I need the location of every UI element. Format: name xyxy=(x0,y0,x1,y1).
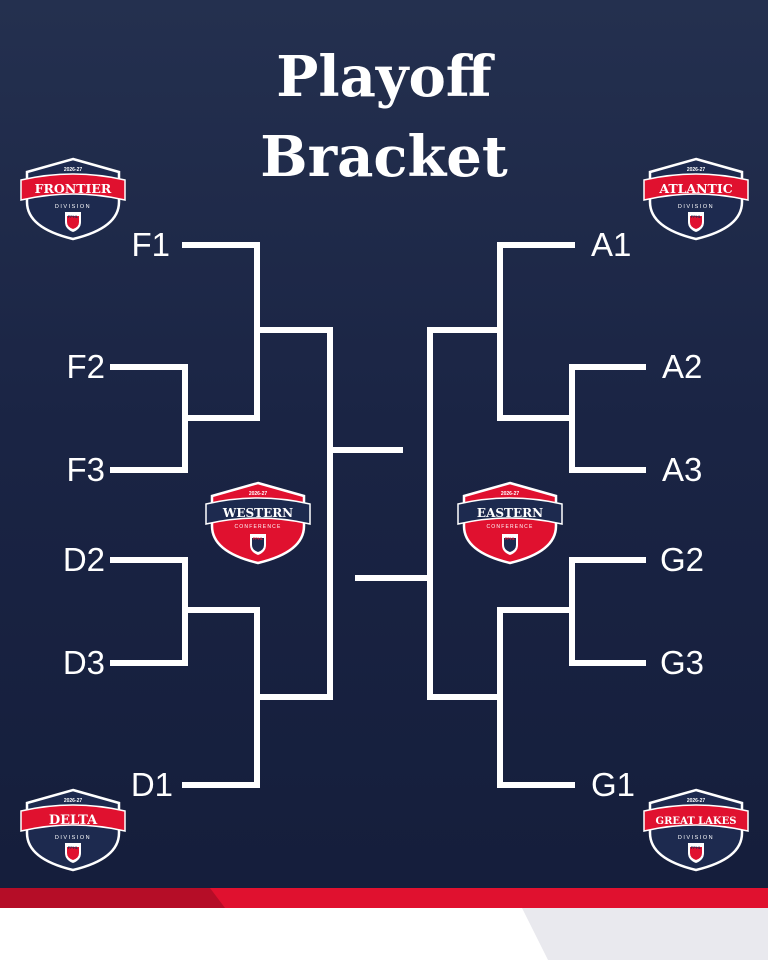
delta-season: 2026-27 xyxy=(64,798,83,804)
great-lakes-division-badge: 2026-27 GREAT LAKES DIVISION FPHL xyxy=(643,788,749,872)
seed-g1: G1 xyxy=(591,766,636,803)
western-name: WESTERN xyxy=(222,506,293,520)
eastern-season: 2026-27 xyxy=(501,491,520,497)
atlantic-season: 2026-27 xyxy=(687,167,706,173)
title-line-2: Bracket xyxy=(260,124,508,190)
eastern-sub: CONFERENCE xyxy=(486,524,533,530)
eastern-name: EASTERN xyxy=(477,506,543,520)
seed-g3: G3 xyxy=(660,644,705,681)
frontier-sub: DIVISION xyxy=(55,204,91,210)
frontier-division-badge: 2026-27 FRONTIER DIVISION FPHL xyxy=(20,157,126,241)
delta-league: FPHL xyxy=(68,845,79,850)
great-lakes-sub: DIVISION xyxy=(678,835,714,841)
line-g2-g3 xyxy=(569,557,646,666)
western-sub: CONFERENCE xyxy=(234,524,281,530)
line-d1-match xyxy=(182,607,260,788)
seed-f2: F2 xyxy=(66,348,105,385)
atlantic-name: ATLANTIC xyxy=(658,181,732,196)
delta-sub: DIVISION xyxy=(55,835,91,841)
line-f1-match xyxy=(182,242,260,421)
title-line-1: Playoff xyxy=(276,44,492,110)
seed-d2: D2 xyxy=(62,541,105,578)
frontier-season: 2026-27 xyxy=(64,167,83,173)
delta-division-badge: 2026-27 DELTA DIVISION FPHL xyxy=(20,788,126,872)
line-g1-match xyxy=(497,607,575,788)
seed-d3: D3 xyxy=(62,644,105,681)
line-a2-a3 xyxy=(569,364,646,473)
seed-f1: F1 xyxy=(131,226,170,263)
seed-a1: A1 xyxy=(591,226,632,263)
eastern-league: FPHL xyxy=(505,536,516,541)
western-season: 2026-27 xyxy=(249,491,268,497)
seed-g2: G2 xyxy=(660,541,705,578)
seed-f3: F3 xyxy=(66,451,105,488)
delta-name: DELTA xyxy=(49,813,98,828)
great-lakes-name: GREAT LAKES xyxy=(656,816,737,827)
frontier-name: FRONTIER xyxy=(35,181,112,196)
atlantic-league: FPHL xyxy=(691,214,702,219)
great-lakes-season: 2026-27 xyxy=(687,798,706,804)
seed-a2: A2 xyxy=(662,348,703,385)
atlantic-division-badge: 2026-27 ATLANTIC DIVISION FPHL xyxy=(643,157,749,241)
great-lakes-league: FPHL xyxy=(691,845,702,850)
western-league: FPHL xyxy=(253,536,264,541)
line-a1-match xyxy=(497,242,575,421)
eastern-conference-badge: 2026-27 EASTERN CONFERENCE FPHL xyxy=(457,481,563,565)
line-d2-d3 xyxy=(110,557,188,666)
seed-d1: D1 xyxy=(130,766,173,803)
atlantic-sub: DIVISION xyxy=(678,204,714,210)
footer-stripes xyxy=(0,888,768,960)
seed-a3: A3 xyxy=(662,451,703,488)
frontier-league: FPHL xyxy=(68,214,79,219)
line-f2-f3 xyxy=(110,364,188,473)
western-conference-badge: 2026-27 WESTERN CONFERENCE FPHL xyxy=(205,481,311,565)
